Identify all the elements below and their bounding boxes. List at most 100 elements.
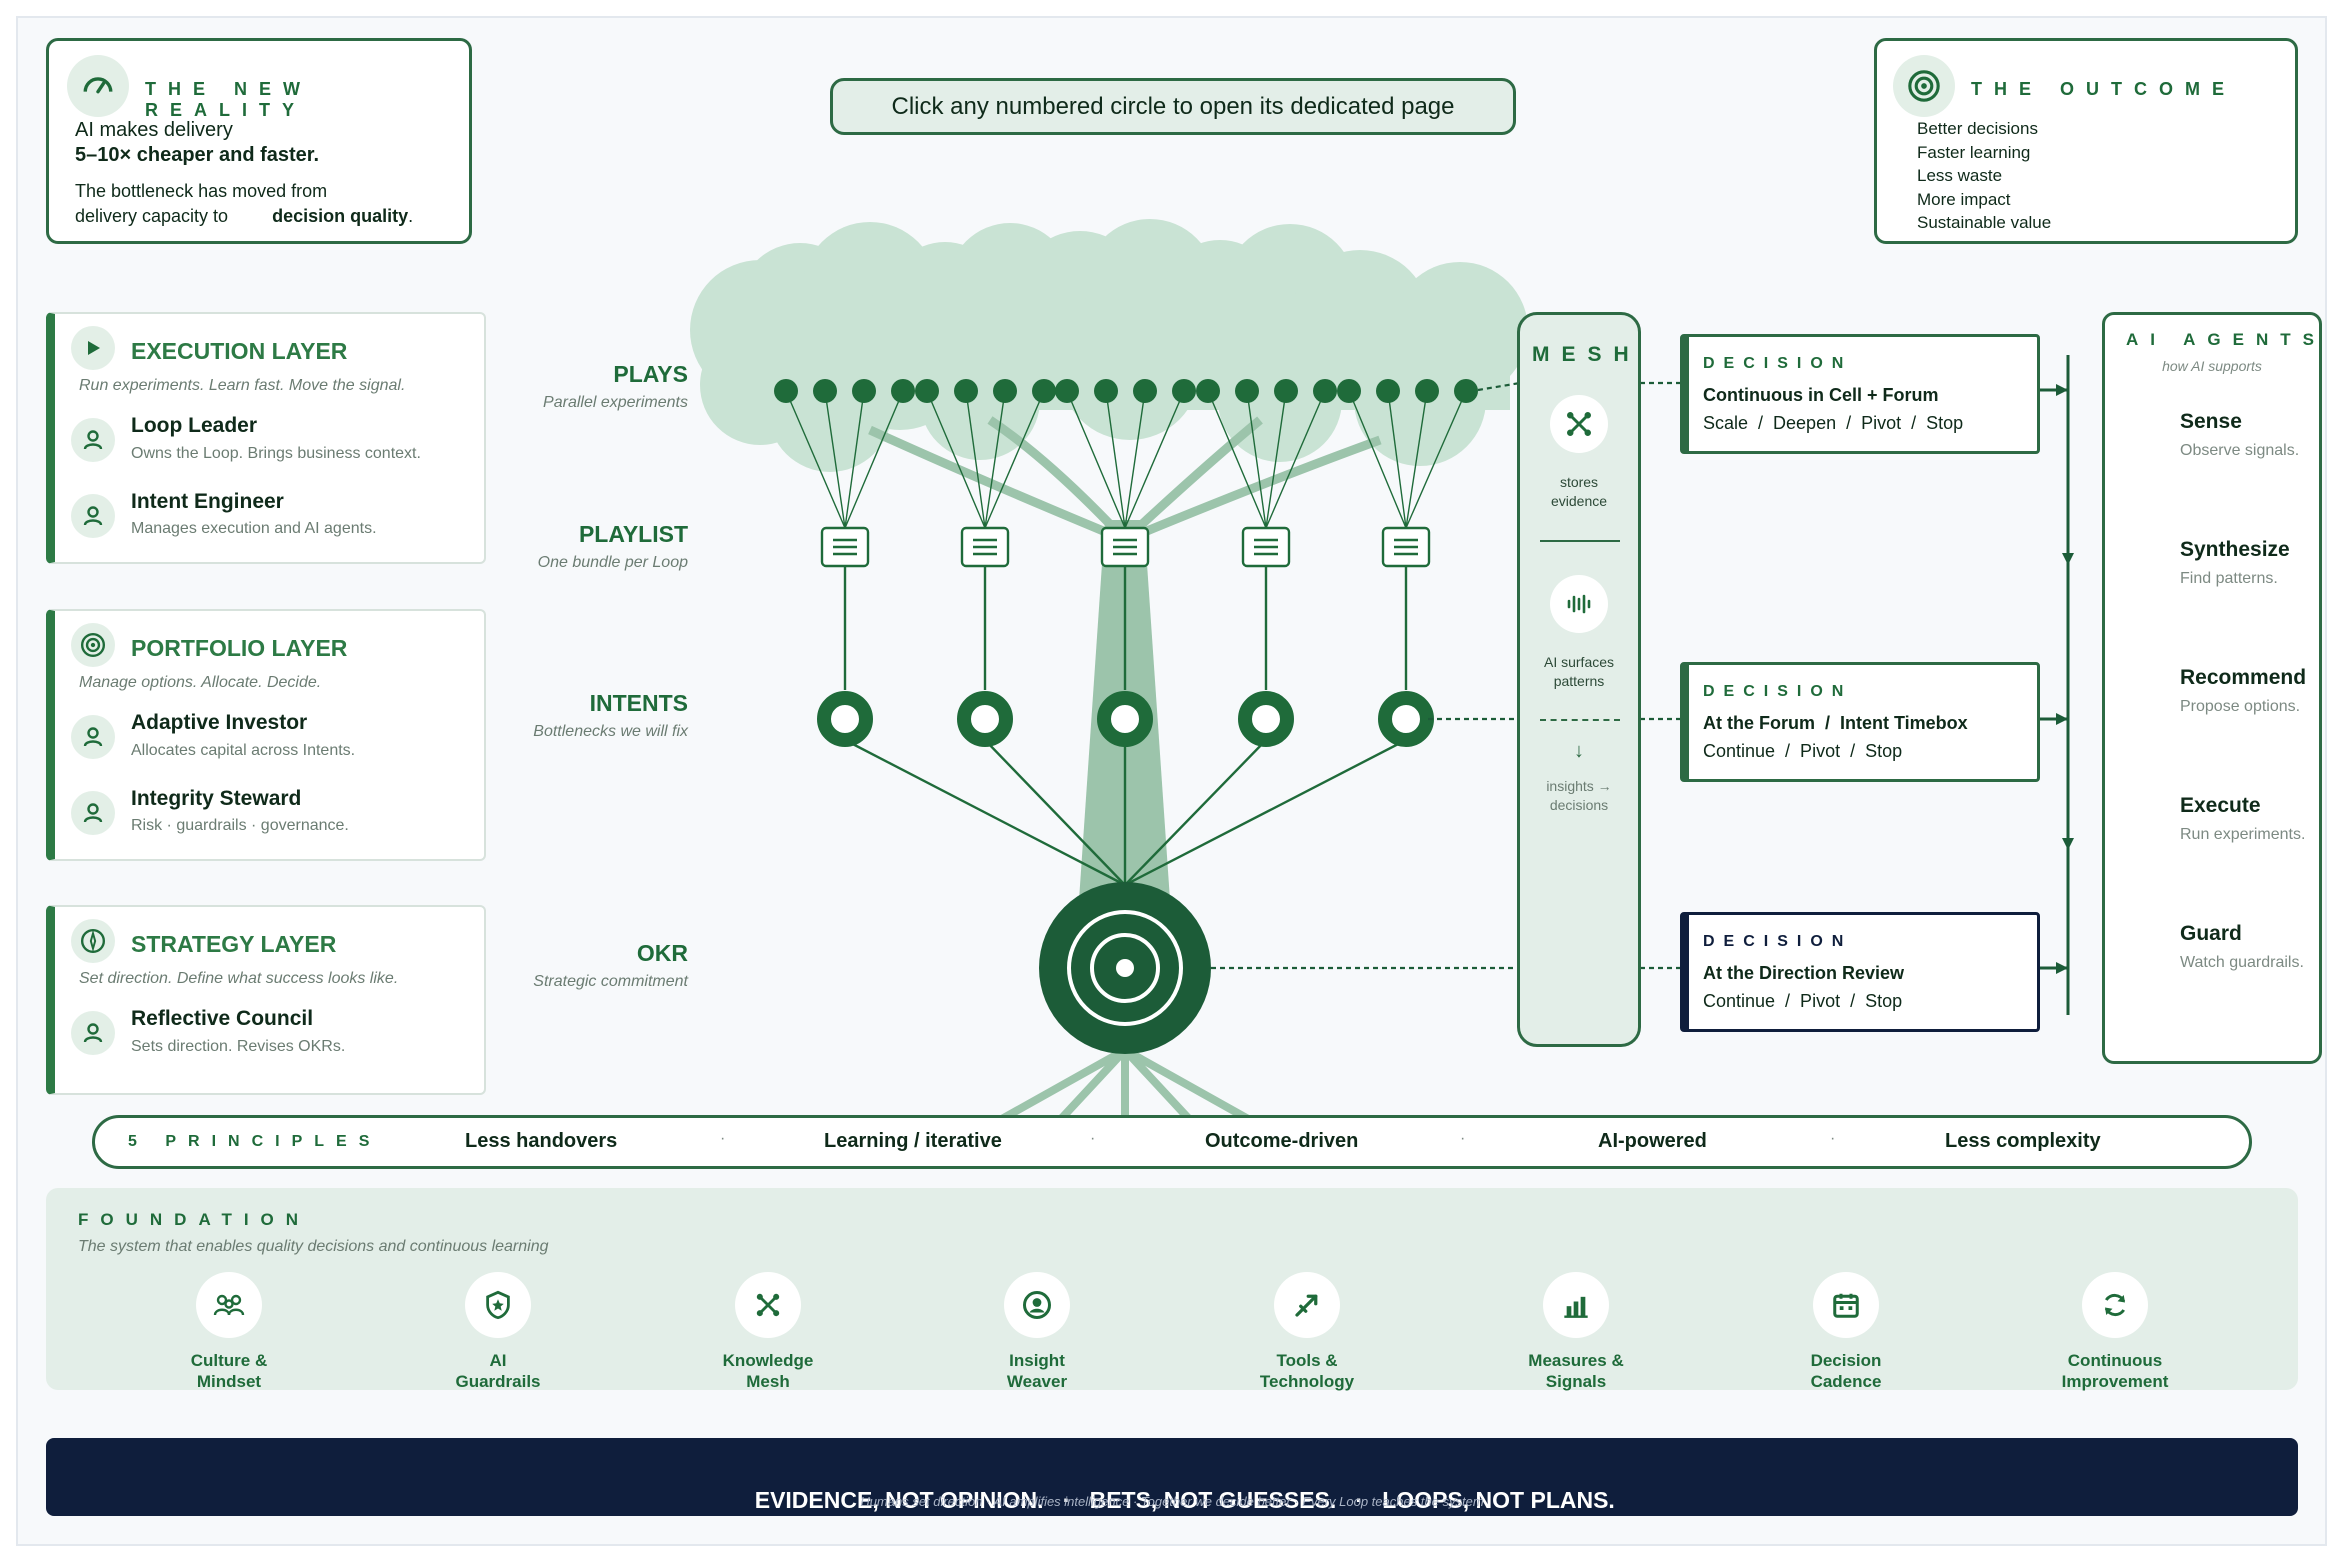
agents-connector [2040, 355, 2074, 1015]
outcome-item: Faster learning [1917, 142, 2031, 162]
decision-card-intents[interactable]: DECISION At the Forum / Intent Timebox C… [1680, 662, 2040, 782]
mesh-panel: MESH stores evidence AI surfaces pattern… [1517, 312, 1641, 1047]
outcome-title: THE OUTCOME [1971, 79, 2236, 99]
row-subtitle: Bottlenecks we will fix [533, 723, 688, 740]
foundation-subtitle: The system that enables quality decision… [78, 1238, 549, 1255]
instruction-banner-text: Click any numbered circle to open its de… [891, 92, 1455, 120]
role-adaptive-investor-desc: Allocates capital across Intents. [131, 742, 356, 759]
role-integrity-steward-desc: Risk · guardrails · governance. [131, 817, 349, 834]
person-icon [71, 715, 115, 759]
row-subtitle: One bundle per Loop [537, 554, 688, 571]
person-icon [71, 418, 115, 462]
target-icon [71, 623, 115, 667]
mesh-item-2: AI surfaces patterns [1543, 654, 1615, 689]
foundation-label-line: Mesh [746, 1372, 790, 1391]
agent-desc: Watch guardrails. [2180, 954, 2304, 971]
role-loop-leader-desc: Owns the Loop. Brings business context. [131, 445, 421, 462]
agent-desc: Run experiments. [2180, 826, 2306, 843]
mesh-item-1: stores evidence [1550, 474, 1608, 509]
network-icon[interactable] [1550, 395, 1608, 453]
footer-motto-2: BETS, NOT GUESSES. [1089, 1487, 1337, 1513]
footer-separator: · [1355, 1487, 1364, 1513]
playlist-icons [820, 526, 1431, 568]
foundation-measures[interactable]: Measures & Signals [1486, 1272, 1666, 1392]
okr-target [1039, 882, 1211, 1054]
waveform-icon[interactable] [1550, 575, 1608, 633]
foundation-label-line: Improvement [2061, 1372, 2169, 1391]
decision-kicker: DECISION [1703, 683, 1853, 700]
role-reflective-council-desc: Sets direction. Revises OKRs. [131, 1038, 346, 1055]
principle-separator: · [1090, 1130, 1096, 1147]
person-icon [71, 791, 115, 835]
foundation-label-line: Technology [1259, 1372, 1355, 1391]
instruction-banner[interactable]: Click any numbered circle to open its de… [830, 78, 1516, 135]
row-subtitle: Parallel experiments [543, 394, 688, 411]
foundation-label-line: Measures & [1528, 1351, 1624, 1370]
foundation-label: Tools &Technology [1217, 1350, 1397, 1392]
ai-agents-panel [2102, 312, 2322, 1064]
reality-line-2: 5–10× cheaper and faster. [75, 144, 320, 166]
decision-card-okr[interactable]: DECISION At the Direction Review Continu… [1680, 912, 2040, 1032]
decision-where: At the Direction Review [1703, 963, 1905, 983]
play-icon [71, 326, 115, 370]
strategy-layer-card: STRATEGY LAYER Set direction. Define wha… [46, 905, 486, 1095]
network-icon [735, 1272, 801, 1338]
principle-item: AI-powered [1598, 1130, 1707, 1152]
foundation-label-line: Signals [1545, 1372, 1607, 1391]
mesh-title: MESH [1532, 343, 1641, 366]
decision-options: Scale / Deepen / Pivot / Stop [1703, 413, 1964, 433]
target-icon [1893, 55, 1955, 117]
decision-kicker: DECISION [1703, 355, 1853, 372]
person-icon [71, 494, 115, 538]
principle-item: Outcome-driven [1205, 1130, 1359, 1152]
play-connectors [785, 390, 1467, 529]
foundation-label-line: Insight [1009, 1351, 1065, 1370]
foundation-label-line: Knowledge [722, 1351, 814, 1370]
mesh-divider [1540, 540, 1620, 542]
agent-name: Execute [2180, 794, 2261, 817]
foundation-culture[interactable]: Culture &Mindset [139, 1272, 319, 1392]
reality-line-4c: . [408, 206, 414, 226]
row-subtitle: Strategic commitment [533, 973, 688, 990]
footer-banner: EVIDENCE, NOT OPINION. · BETS, NOT GUESS… [46, 1438, 2298, 1516]
intent-rings [817, 691, 1434, 747]
principle-separator: · [720, 1130, 726, 1147]
agent-name: Sense [2180, 410, 2242, 433]
decision-links [1211, 381, 1684, 970]
foundation-label-line: Decision [1810, 1351, 1882, 1370]
principle-item: Less complexity [1945, 1130, 2101, 1152]
footer-motto-3: LOOPS, NOT PLANS. [1382, 1487, 1615, 1513]
execution-layer-subtitle: Run experiments. Learn fast. Move the si… [79, 377, 406, 394]
foundation-tools[interactable]: Tools &Technology [1217, 1272, 1397, 1392]
ai-agents-title: AI AGENTS [2126, 330, 2326, 349]
compass-icon [71, 919, 115, 963]
row-title: PLAYLIST [578, 521, 688, 547]
role-reflective-council: Reflective Council [131, 1007, 314, 1030]
ai-agents-subtitle: how AI supports [2162, 358, 2262, 374]
foundation-label: Culture &Mindset [139, 1350, 319, 1392]
bar-chart-icon [1543, 1272, 1609, 1338]
agent-desc: Observe signals. [2180, 442, 2300, 459]
decision-card-plays[interactable]: DECISION Continuous in Cell + Forum Scal… [1680, 334, 2040, 454]
gauge-icon [67, 55, 129, 117]
mesh-item-3: insights → decisions [1546, 778, 1612, 813]
tool-icon [1274, 1272, 1340, 1338]
agent-desc: Find patterns. [2180, 570, 2278, 587]
footer-motto-1: EVIDENCE, NOT OPINION. [754, 1487, 1044, 1513]
agent-desc: Propose options. [2180, 698, 2301, 715]
row-title: PLAYS [613, 361, 688, 387]
execution-layer-card: EXECUTION LAYER Run experiments. Learn f… [46, 312, 486, 564]
agent-name: Recommend [2180, 666, 2307, 689]
foundation-label-line: Culture & [190, 1351, 268, 1370]
